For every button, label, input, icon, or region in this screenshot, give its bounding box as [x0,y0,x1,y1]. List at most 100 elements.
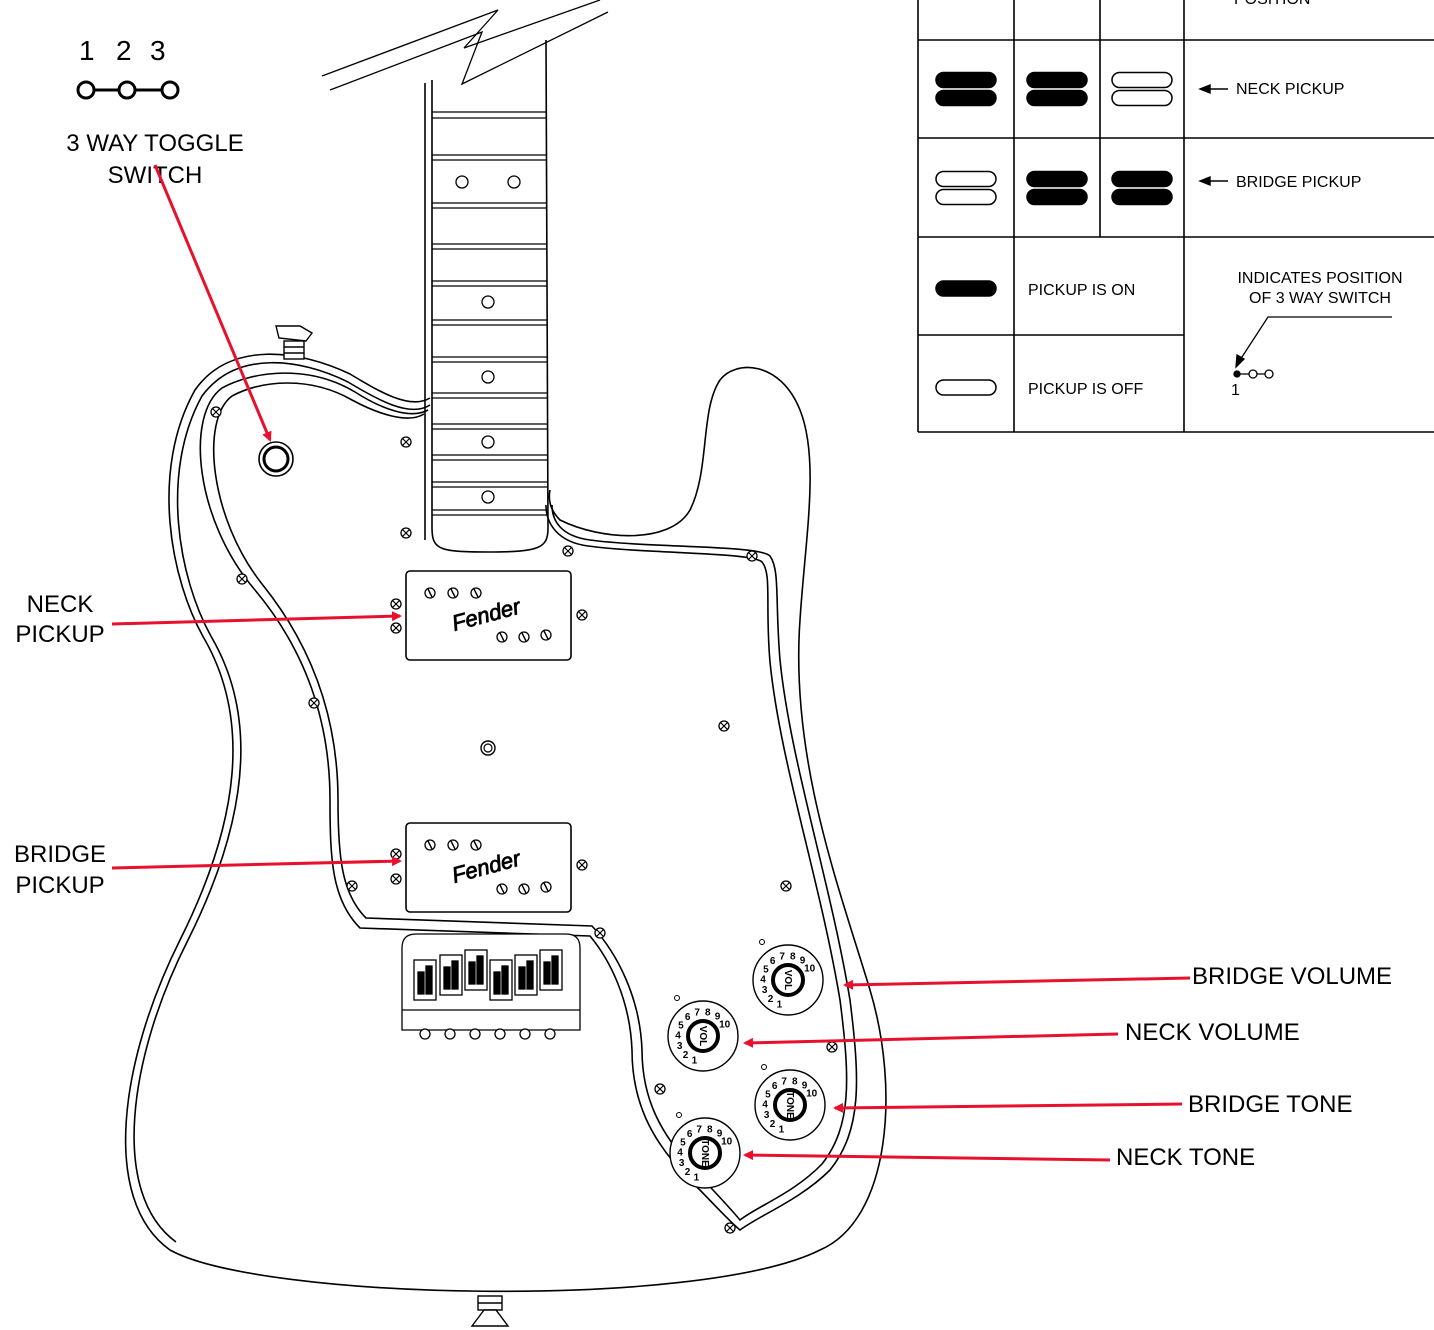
neck-volume-arrow [743,1032,1119,1048]
neck-volume-label: NECK VOLUME [1125,1019,1300,1046]
toggle-pos-3: 3 [150,35,166,66]
knob-cap-label: TONE [699,1139,710,1167]
toggle-switch-symbol: 1 2 3 3 WAY TOGGLE SWITCH [66,35,243,189]
bridge-pickup-coil-pos3 [1111,170,1173,188]
toggle-pos-2: 2 [116,35,132,66]
guitar-neck [424,39,549,553]
knob-scale-number: 10 [806,1089,818,1100]
knob-scale-number: 9 [802,1081,808,1092]
break-lines [321,0,609,91]
knob-scale-number: 4 [762,1100,768,1111]
neck-pickup-arrow [111,611,402,626]
knob-scale-number: 2 [683,1050,689,1061]
knob-scale-number: 4 [675,1031,681,1042]
knob-scale-number: 1 [694,1173,700,1184]
indicates-position-number: 1 [1231,382,1240,399]
knob-scale-number: 9 [717,1129,723,1140]
row-bridge-pickup-label: BRIDGE PICKUP [1236,174,1361,191]
knob-scale-number: 2 [768,994,774,1005]
knob-scale-number: 6 [772,1081,778,1092]
bridge-pickup-coil-pos2 [1026,170,1088,188]
toggle-pos-1: 1 [79,35,95,66]
row-neck-pickup-label: NECK PICKUP [1236,81,1344,98]
knob-scale-number: 7 [779,952,785,963]
indicates-position-line1: INDICATES POSITION [1237,270,1402,287]
bridge-volume-label: BRIDGE VOLUME [1192,963,1392,990]
knob-scale-number: 10 [804,964,816,975]
neck-pickup-label-line2: PICKUP [15,621,104,648]
toggle-tip [275,325,314,360]
knob-scale-number: 9 [800,956,806,967]
knob-scale-number: 1 [692,1056,698,1067]
neck-pickup-coil-pos1 [935,89,997,107]
knob-scale-number: 2 [685,1167,691,1178]
knob-scale-number: 5 [678,1020,684,1031]
knob-cap-label: VOL [697,1026,708,1047]
bridge-tone-arrow [833,1102,1183,1113]
knob-scale-number: 5 [765,1089,771,1100]
callout-labels: NECK PICKUP BRIDGE PICKUP BRIDGE VOLUME … [14,591,1392,1171]
neck-pickup: Fender [405,570,572,661]
knob-scale-number: 8 [707,1125,713,1136]
table-header-partial: POSITION [1234,0,1310,8]
bridge-pickup-coil-pos2 [1026,188,1088,206]
bridge-pickup-label-line2: PICKUP [15,872,104,899]
bridge-pickup-label-line1: BRIDGE [14,841,106,868]
toggle-title-line1: 3 WAY TOGGLE [66,130,243,157]
knob-scale-number: 7 [781,1077,787,1088]
knob-scale-number: 6 [687,1129,693,1140]
knob-scale-number: 4 [760,975,766,986]
knob-scale-number: 6 [770,956,776,967]
pickguard-screws [210,406,838,1234]
bridge-pickup-coil-pos1 [935,170,997,188]
pickup-on-label: PICKUP IS ON [1028,282,1135,299]
neck-pickup-coil-pos3 [1111,71,1173,89]
neck-pickup-coil-pos2 [1026,71,1088,89]
neck-pickup-coil-pos3 [1111,89,1173,107]
knob-cap-label: VOL [782,970,793,991]
bridge-pickup-coil-pos1 [935,188,997,206]
pickup-on-swatch [935,280,997,297]
neck-pickup-coil-pos1 [935,71,997,89]
toggle-switch-nut [258,441,294,477]
knob-scale-number: 7 [694,1008,700,1019]
knob-scale-number: 3 [762,985,768,996]
knob-scale-number: 8 [790,952,796,963]
knob-scale-number: 5 [680,1137,686,1148]
bridge-pickup-arrow [111,856,402,870]
switch-position-table: POSITION NECK PICKUP BRIDGE PICKUP PICKU… [917,0,1434,433]
neck-tone-arrow [743,1150,1111,1162]
knob-cap-label: TONE [784,1091,795,1119]
toggle-switch-arrow [153,164,272,442]
knob-scale-number: 5 [763,964,769,975]
center-ring [480,740,496,756]
strap-button [470,1295,510,1327]
indicates-position-line2: OF 3 WAY SWITCH [1249,290,1391,307]
knob-scale-number: 3 [764,1110,770,1121]
pickup-off-swatch [935,379,997,396]
knob-scale-number: 3 [677,1041,683,1052]
knob-scale-number: 4 [677,1148,683,1159]
bridge-volume-arrow [843,976,1191,990]
callout-arrows [111,164,1191,1162]
knob-scale-number: 8 [705,1008,711,1019]
knob-scale-number: 2 [770,1119,776,1130]
bridge-tone-label: BRIDGE TONE [1188,1091,1352,1118]
knob-scale-number: 6 [685,1012,691,1023]
knob-scale-number: 3 [679,1158,685,1169]
knob-scale-number: 1 [779,1125,785,1136]
bridge-pickup: Fender [405,822,572,913]
knob-scale-number: 1 [777,1000,783,1011]
neck-pickup-label-line1: NECK [27,591,94,618]
knob-scale-number: 7 [696,1125,702,1136]
knob-scale-number: 10 [721,1137,733,1148]
pickup-off-label: PICKUP IS OFF [1028,381,1144,398]
bridge-pickup-coil-pos3 [1111,188,1173,206]
neck-tone-label: NECK TONE [1116,1144,1255,1171]
